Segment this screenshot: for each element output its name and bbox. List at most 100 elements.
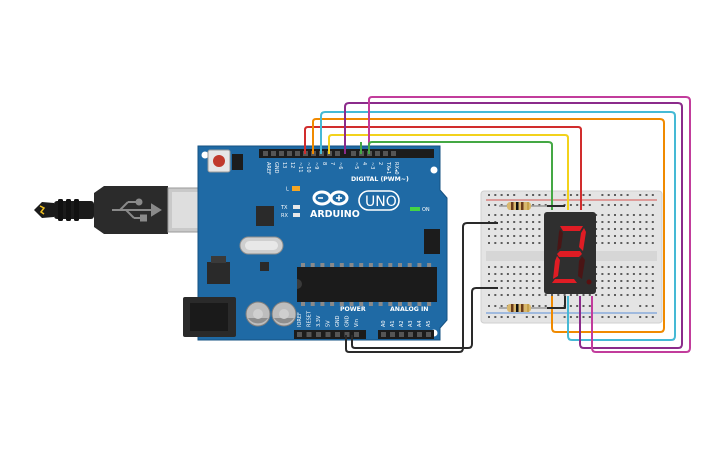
usb-icon: [112, 198, 162, 222]
wire-purple[interactable]: [344, 102, 683, 349]
digital-pin-label: 2: [377, 162, 383, 165]
mount-hole: [430, 166, 438, 174]
segment-e: [553, 256, 560, 279]
lightning-icon: [39, 205, 46, 215]
wire-resistor-to-display-2[interactable]: [547, 296, 566, 309]
segment-d: [552, 279, 577, 283]
analog-pin-label: A2: [399, 320, 405, 327]
header-pin[interactable]: [381, 332, 386, 337]
digital-pin-label: ~10: [305, 162, 311, 173]
power-label: POWER: [340, 306, 366, 313]
wire-yellow[interactable]: [328, 134, 569, 210]
wire-magenta[interactable]: [368, 96, 691, 353]
analog-pin-label: A3: [408, 320, 414, 327]
wires: [304, 96, 691, 353]
header-pin[interactable]: [335, 332, 340, 337]
header-pin[interactable]: [316, 332, 321, 337]
header-pin[interactable]: [279, 151, 284, 156]
header-pin[interactable]: [390, 332, 395, 337]
analog-pin-label: A5: [426, 320, 432, 327]
wire-orange[interactable]: [312, 118, 665, 333]
l-led: [292, 186, 300, 191]
header-pin[interactable]: [295, 151, 300, 156]
header-pin[interactable]: [408, 332, 413, 337]
header-pin[interactable]: [351, 151, 356, 156]
reset-button-cap: [213, 155, 225, 167]
power-pin-label: GND: [335, 315, 341, 327]
wire-black-gnd-2[interactable]: [351, 287, 498, 349]
header-pin[interactable]: [354, 332, 359, 337]
wire-green[interactable]: [368, 141, 553, 210]
digital-pin-label: ~9: [313, 162, 319, 169]
atmega328p-chip: [297, 263, 437, 306]
power-pin-label: GND: [345, 315, 351, 327]
small-chip: [260, 262, 269, 271]
icsp-header: [232, 154, 243, 170]
capacitor: [271, 301, 297, 327]
header-pin[interactable]: [325, 332, 331, 337]
usb-interface-chip: [256, 206, 274, 226]
wire-black-gnd[interactable]: [345, 222, 498, 353]
segment-c: [578, 256, 585, 279]
analog-label: ANALOG IN: [390, 306, 428, 313]
rx-label: RX: [281, 213, 288, 219]
resistor[interactable]: [499, 304, 547, 312]
power-pin-label: IOREF: [297, 312, 303, 327]
header-pin[interactable]: [263, 151, 268, 156]
header-pin[interactable]: [271, 151, 276, 156]
digital-pin-label: 8: [321, 162, 327, 165]
header-pin[interactable]: [306, 332, 312, 337]
header-pin[interactable]: [344, 332, 350, 337]
header-pin[interactable]: [399, 332, 404, 337]
segment-f: [557, 229, 563, 251]
header-pin[interactable]: [335, 151, 340, 156]
digital-pin-label: ~11: [297, 162, 303, 173]
mount-hole: [201, 151, 209, 159]
segment-a: [560, 226, 583, 231]
header-pin[interactable]: [287, 151, 292, 156]
analog-pin-label: A1: [390, 320, 396, 327]
wire-cyan[interactable]: [320, 111, 676, 341]
header-pin[interactable]: [417, 332, 422, 337]
digital-pin-label: GND: [273, 162, 279, 174]
analog-pin-label: A4: [417, 320, 423, 327]
digital-pin-label: TX▸1: [385, 161, 391, 174]
seven-segment-display[interactable]: [544, 212, 596, 294]
wire-red[interactable]: [304, 126, 582, 210]
digital-pin-label: 13: [281, 162, 287, 168]
cable-tip: [34, 202, 54, 218]
header-pin[interactable]: [426, 332, 431, 337]
tx-led: [293, 205, 300, 209]
digital-pin-label: ~6: [337, 162, 343, 169]
l-led-label: L: [286, 187, 289, 193]
digital-pin-label: ~5: [353, 162, 359, 169]
digital-header-label: DIGITAL (PWM~): [351, 176, 409, 183]
resistor[interactable]: [499, 202, 547, 210]
digital-pin-label: RX◂0: [393, 162, 399, 175]
arduino-brand-text: ARDUINO: [310, 209, 360, 220]
on-led: [410, 207, 420, 211]
header-pin[interactable]: [383, 151, 388, 156]
capacitor: [245, 301, 271, 327]
decimal-point: [586, 279, 592, 285]
digital-pin-label: ~3: [369, 162, 375, 169]
arduino-logo-icon: [312, 190, 349, 206]
power-pin-label: 3.3V: [316, 315, 322, 327]
voltage-regulator: [207, 262, 230, 284]
header-pin[interactable]: [391, 151, 396, 156]
segment-b: [579, 228, 586, 251]
usb-cable[interactable]: [34, 186, 209, 234]
header-pin[interactable]: [297, 332, 302, 337]
tx-label: TX: [280, 205, 288, 211]
digital-pin-label: 7: [329, 162, 335, 165]
uno-text: UNO: [365, 194, 397, 210]
digital-pin-label: 4: [361, 162, 367, 165]
power-pin-label: 5V: [326, 320, 332, 327]
segment-g: [557, 251, 582, 257]
header-pin[interactable]: [375, 151, 380, 156]
rx-led: [293, 213, 300, 217]
digital-pin-label: AREF: [265, 162, 271, 175]
power-pin-label: Vin: [354, 319, 360, 327]
